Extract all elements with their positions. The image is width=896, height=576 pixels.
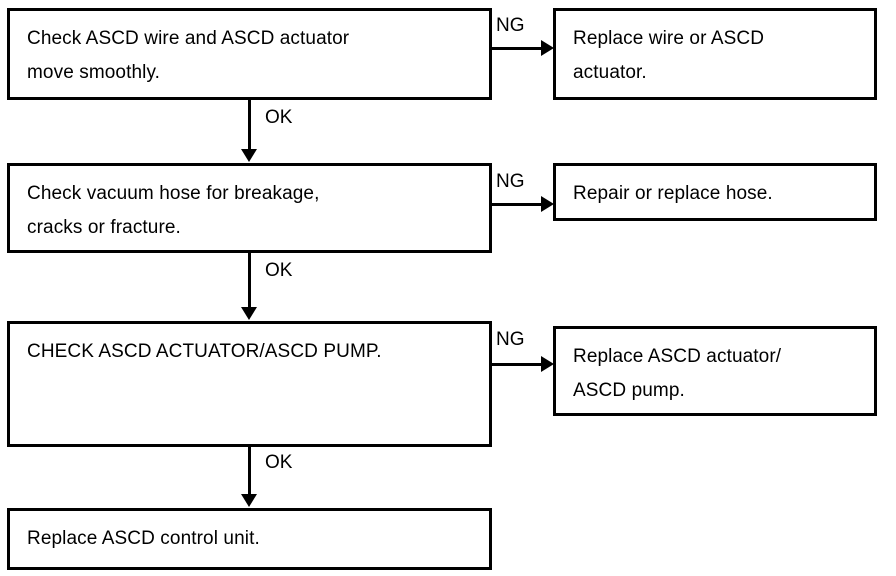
edge-label-ng-3: NG xyxy=(496,329,525,350)
edge-ok-3-line xyxy=(248,447,251,497)
node-replace-ascd-actuator-pump[interactable]: Replace ASCD actuator/ ASCD pump. xyxy=(553,326,877,416)
node-replace-wire-or-actuator-label: Replace wire or ASCD actuator. xyxy=(573,28,765,83)
node-repair-or-replace-hose-label: Repair or replace hose. xyxy=(573,183,773,204)
edge-ok-2-arrowhead xyxy=(241,307,257,320)
edge-ok-1-line xyxy=(248,100,251,152)
node-replace-ascd-control-unit[interactable]: Replace ASCD control unit. xyxy=(7,508,492,570)
edge-ng-3-line xyxy=(490,363,545,366)
edge-ng-1-line xyxy=(490,47,545,50)
node-check-vacuum-hose-label: Check vacuum hose for breakage, cracks o… xyxy=(27,183,320,238)
edge-label-ok-1: OK xyxy=(265,107,293,128)
node-check-ascd-wire[interactable]: Check ASCD wire and ASCD actuator move s… xyxy=(7,8,492,100)
node-check-ascd-wire-label: Check ASCD wire and ASCD actuator move s… xyxy=(27,28,350,83)
node-replace-wire-or-actuator[interactable]: Replace wire or ASCD actuator. xyxy=(553,8,877,100)
edge-ok-3-arrowhead xyxy=(241,494,257,507)
node-check-vacuum-hose[interactable]: Check vacuum hose for breakage, cracks o… xyxy=(7,163,492,253)
node-check-ascd-actuator-pump-label: CHECK ASCD ACTUATOR/ASCD PUMP. xyxy=(27,341,382,362)
edge-label-ok-3: OK xyxy=(265,452,293,473)
edge-label-ok-2: OK xyxy=(265,260,293,281)
edge-ng-2-arrowhead xyxy=(541,196,554,212)
node-replace-ascd-control-unit-label: Replace ASCD control unit. xyxy=(27,528,260,549)
edge-label-ng-1: NG xyxy=(496,15,525,36)
node-repair-or-replace-hose[interactable]: Repair or replace hose. xyxy=(553,163,877,221)
node-replace-ascd-actuator-pump-label: Replace ASCD actuator/ ASCD pump. xyxy=(573,346,782,401)
edge-ng-1-arrowhead xyxy=(541,40,554,56)
edge-ng-2-line xyxy=(490,203,545,206)
edge-ng-3-arrowhead xyxy=(541,356,554,372)
edge-ok-2-line xyxy=(248,253,251,310)
node-check-ascd-actuator-pump[interactable]: CHECK ASCD ACTUATOR/ASCD PUMP. xyxy=(7,321,492,447)
edge-label-ng-2: NG xyxy=(496,171,525,192)
edge-ok-1-arrowhead xyxy=(241,149,257,162)
